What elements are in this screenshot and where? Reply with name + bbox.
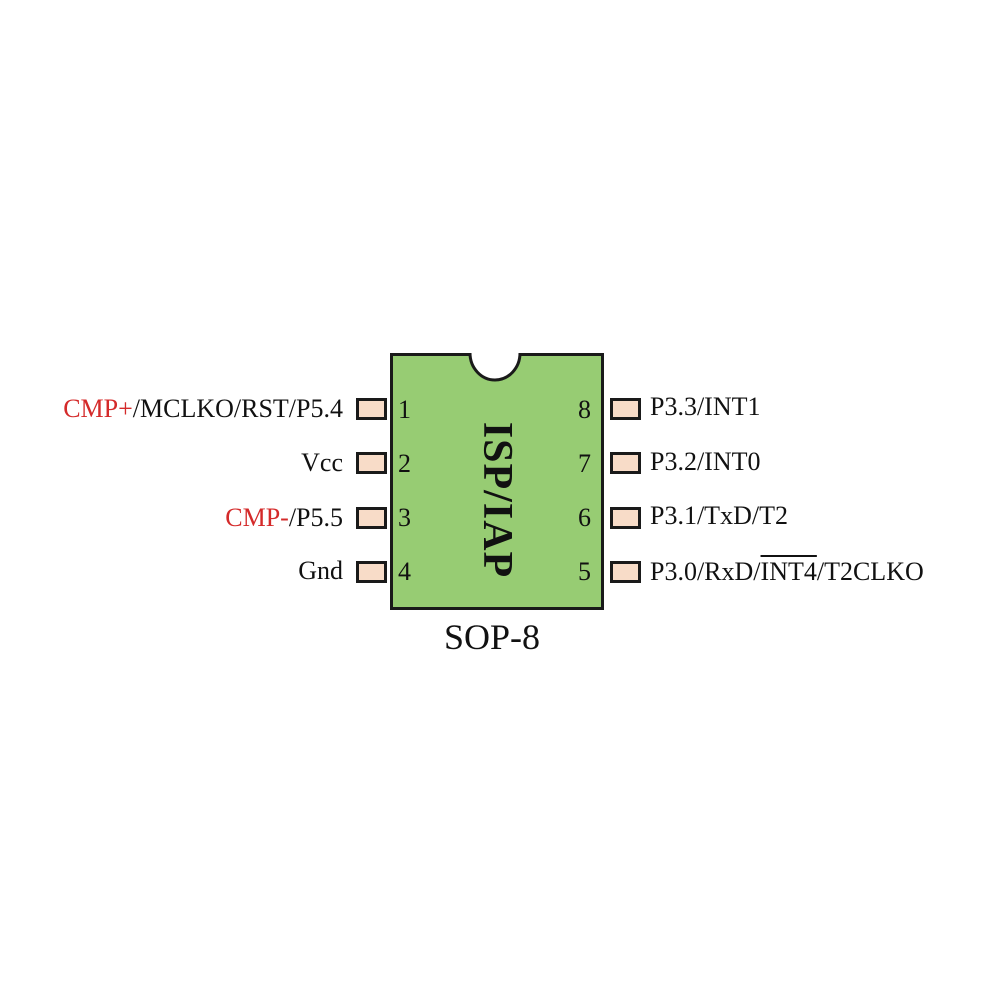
pin-3-accent: CMP- xyxy=(225,503,289,532)
chip-body xyxy=(390,353,604,610)
pin-8-lead xyxy=(610,398,641,420)
pin-3-function: CMP-/P5.5 xyxy=(225,505,343,531)
pin-3-text: /P5.5 xyxy=(288,503,343,532)
pin-5-text-pre: P3.0/RxD/ xyxy=(650,557,761,586)
pin-5-number: 5 xyxy=(578,557,591,586)
pin-7-lead xyxy=(610,452,641,474)
pin-8-number: 8 xyxy=(578,395,591,424)
pin-5-function: P3.0/RxD/INT4/T2CLKO xyxy=(650,559,924,585)
pin-2-function: Vcc xyxy=(301,448,343,477)
chip-label: ISP/IAP xyxy=(474,421,520,579)
package-label: SOP-8 xyxy=(443,617,541,657)
pin-8-function: P3.3/INT1 xyxy=(650,392,761,421)
pin-6-function: P3.1/TxD/T2 xyxy=(650,501,788,530)
pin-1-number: 1 xyxy=(398,395,411,424)
pin-3-lead xyxy=(356,507,387,529)
pin-2-lead xyxy=(356,452,387,474)
orientation-notch xyxy=(468,353,522,382)
pin-4-lead xyxy=(356,561,387,583)
pin-1-lead xyxy=(356,398,387,420)
pin-4-function: Gnd xyxy=(298,556,343,585)
pin-4-number: 4 xyxy=(398,557,411,586)
pin-5-text-overline: INT4 xyxy=(760,557,817,586)
pin-3-number: 3 xyxy=(398,503,411,532)
pin-5-lead xyxy=(610,561,641,583)
pin-1-function: CMP+/MCLKO/RST/P5.4 xyxy=(63,396,343,422)
pin-6-lead xyxy=(610,507,641,529)
pin-1-text: /MCLKO/RST/P5.4 xyxy=(132,394,343,423)
pin-7-function: P3.2/INT0 xyxy=(650,447,761,476)
pin-6-number: 6 xyxy=(578,503,591,532)
pin-1-accent: CMP+ xyxy=(63,394,133,423)
pin-2-number: 2 xyxy=(398,449,411,478)
pin-7-number: 7 xyxy=(578,449,591,478)
pin-5-text-post: /T2CLKO xyxy=(816,557,924,586)
